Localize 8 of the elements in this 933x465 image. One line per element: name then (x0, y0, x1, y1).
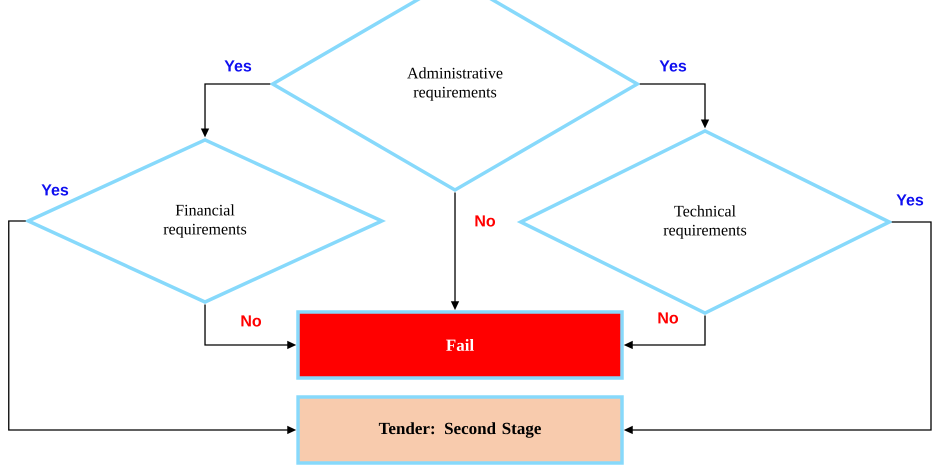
process-box: Fail (296, 310, 624, 380)
edge-label: Yes (223, 59, 253, 73)
edge-label: Yes (658, 59, 688, 73)
process-box: Tender: Second Stage (296, 395, 624, 465)
edge-label: Yes (895, 193, 925, 207)
edge-label: Yes (40, 183, 70, 197)
edge-label: No (239, 314, 263, 328)
edge-label: No (473, 214, 497, 228)
